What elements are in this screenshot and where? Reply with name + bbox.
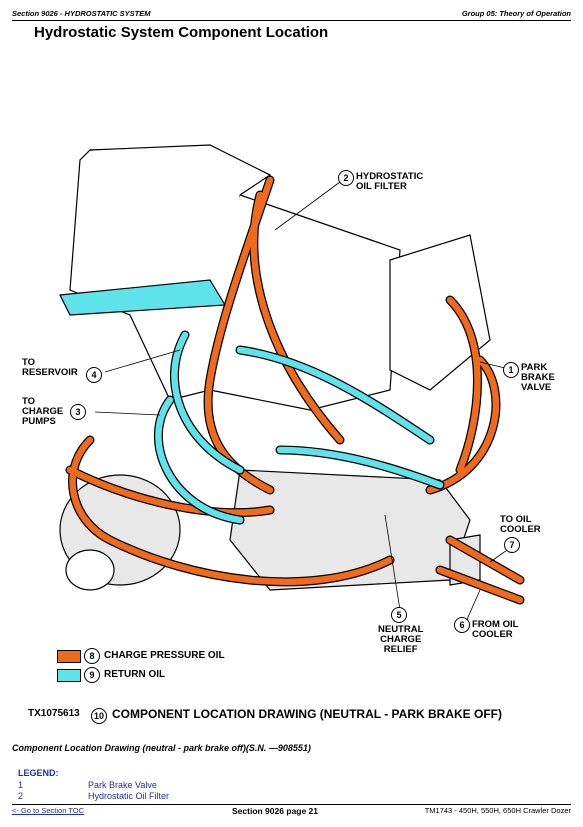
label-from-oil-cooler: FROM OIL COOLER xyxy=(472,619,519,640)
page-title: Hydrostatic System Component Location xyxy=(34,24,329,41)
legend-row-1-num: 1 xyxy=(18,780,24,790)
callout-6: 6 xyxy=(454,617,470,633)
charge-line-from-cooler xyxy=(436,566,524,604)
section-header: Section 9026 - HYDROSTATIC SYSTEM xyxy=(12,9,151,18)
legend-heading: LEGEND: xyxy=(18,768,59,778)
label-to-oil-cooler: TO OIL COOLER xyxy=(500,514,541,535)
label-neutral-charge-relief: NEUTRAL CHARGE RELIEF xyxy=(378,624,424,655)
drawing-caption: Component Location Drawing (neutral - pa… xyxy=(12,743,311,753)
header-rule xyxy=(12,20,571,21)
frame-side xyxy=(209,194,401,411)
return-line-upper xyxy=(236,346,434,444)
label-hydrostatic-oil-filter: HYDROSTATIC OIL FILTER xyxy=(356,171,424,192)
page-header: Section 9026 - HYDROSTATIC SYSTEM Group … xyxy=(12,9,571,21)
brake-bracket xyxy=(389,234,491,391)
charge-line-to-cooler xyxy=(446,536,524,584)
callout-7: 7 xyxy=(504,537,520,553)
figure-id: TX1075613 xyxy=(28,708,80,719)
frame-top xyxy=(89,144,272,196)
callout-5: 5 xyxy=(391,607,407,623)
group-header: Group 05: Theory of Operation xyxy=(461,9,571,18)
page-number: Section 9026 page 21 xyxy=(232,806,318,816)
callout-10: 10 xyxy=(91,708,107,724)
callout-4: 4 xyxy=(86,367,102,383)
charge-line-left xyxy=(69,436,394,586)
charge-line-lower xyxy=(66,466,274,516)
return-line-charge xyxy=(155,396,244,524)
manual-id: TM1743 - 450H, 550H, 650H Crawler Dozer xyxy=(424,806,571,815)
charge-line-right xyxy=(426,356,500,494)
swatch-return-oil xyxy=(57,669,81,682)
toc-link[interactable]: <- Go to Section TOC xyxy=(12,806,85,815)
key-return-oil: RETURN OIL xyxy=(104,669,166,680)
callout-9: 9 xyxy=(84,667,100,683)
return-line-pump xyxy=(276,446,444,489)
footer-rule xyxy=(12,804,571,805)
label-to-charge-pumps: TO CHARGE PUMPS xyxy=(22,396,64,427)
callout-1: 1 xyxy=(503,362,519,378)
legend-row-2-text: Hydrostatic Oil Filter xyxy=(88,791,170,801)
callout-2: 2 xyxy=(338,170,354,186)
legend-row-2-num: 2 xyxy=(18,791,24,801)
hydrostatic-diagram xyxy=(59,144,525,620)
label-park-brake-valve: PARK BRAKE VALVE xyxy=(521,362,555,393)
callout-3: 3 xyxy=(70,404,86,420)
charge-line-center xyxy=(250,191,344,444)
swatch-charge-pressure xyxy=(57,650,81,663)
figure-caption: COMPONENT LOCATION DRAWING (NEUTRAL - PA… xyxy=(112,707,502,721)
key-charge-pressure-oil: CHARGE PRESSURE OIL xyxy=(104,650,225,661)
return-line-reservoir xyxy=(171,331,244,474)
callout-8: 8 xyxy=(84,648,100,664)
label-to-reservoir: TO RESERVOIR xyxy=(22,357,78,378)
legend-row-1-text: Park Brake Valve xyxy=(88,780,157,790)
charge-line-brake xyxy=(446,296,481,474)
